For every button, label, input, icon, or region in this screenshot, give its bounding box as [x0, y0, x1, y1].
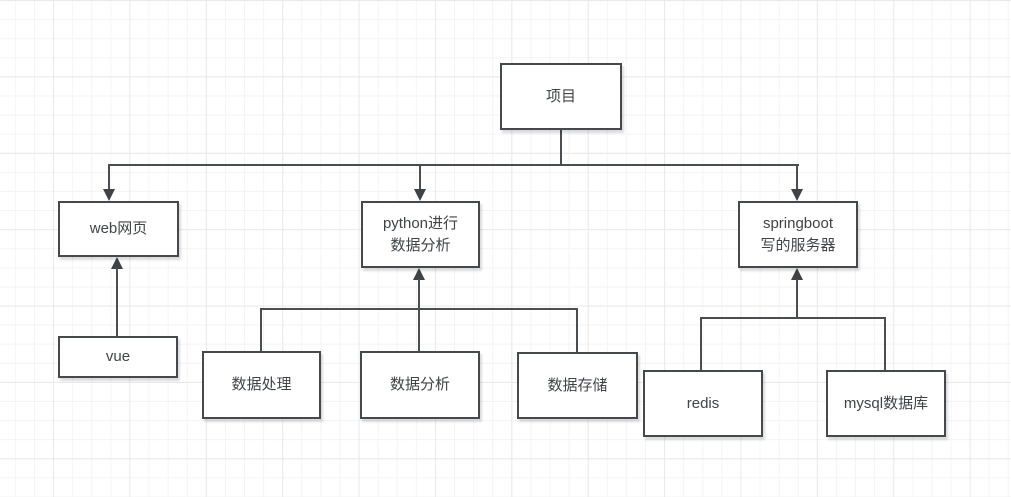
line-segment	[109, 164, 799, 166]
node-data-storage[interactable]: 数据存储	[517, 352, 638, 419]
line-segment	[560, 130, 562, 165]
line-segment	[884, 317, 886, 370]
line-segment	[116, 268, 118, 336]
line-segment	[419, 164, 421, 191]
line-segment	[260, 308, 262, 351]
line-segment	[108, 164, 110, 191]
line-segment	[796, 279, 798, 319]
line-segment	[260, 308, 578, 310]
node-data-analysis[interactable]: 数据分析	[360, 351, 480, 419]
node-mysql-db[interactable]: mysql数据库	[826, 370, 946, 437]
node-vue[interactable]: vue	[58, 336, 178, 378]
line-segment	[418, 279, 420, 351]
node-data-process[interactable]: 数据处理	[202, 351, 321, 419]
node-springboot-server[interactable]: springboot 写的服务器	[738, 201, 858, 268]
arrow-down-icon	[791, 189, 803, 201]
arrow-up-icon	[791, 268, 803, 280]
line-segment	[700, 317, 886, 319]
node-web-page[interactable]: web网页	[58, 201, 179, 257]
line-segment	[576, 308, 578, 353]
node-python-analysis[interactable]: python进行 数据分析	[361, 201, 480, 268]
arrow-down-icon	[414, 189, 426, 201]
arrow-down-icon	[103, 189, 115, 201]
arrow-up-icon	[111, 257, 123, 269]
arrow-up-icon	[413, 268, 425, 280]
node-project[interactable]: 项目	[500, 63, 622, 130]
line-segment	[796, 164, 798, 191]
node-redis[interactable]: redis	[643, 370, 763, 437]
line-segment	[700, 317, 702, 370]
